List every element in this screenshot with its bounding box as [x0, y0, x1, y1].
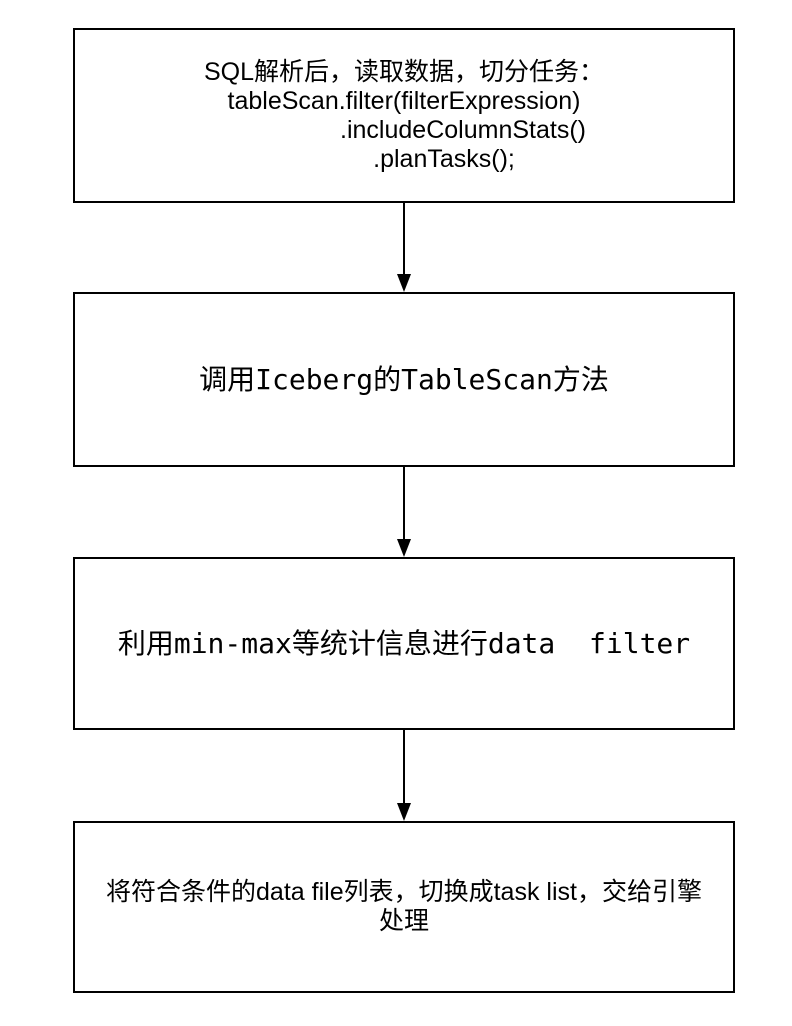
flow-node-data-filter: 利用min-max等统计信息进行data filter: [73, 557, 735, 730]
node-text-line: 处理: [378, 907, 429, 935]
down-arrow-icon: [397, 203, 411, 292]
flow-arrow-2: [395, 467, 413, 557]
node-text-line: tableScan.filter(filterExpression): [227, 86, 581, 115]
node-text-line: 利用min-max等统计信息进行data filter: [117, 626, 691, 660]
flow-arrow-3: [395, 730, 413, 821]
flow-node-task-list: 将符合条件的data file列表，切换成task list，交给引擎 处理: [73, 821, 735, 993]
flow-node-call-tablescan: 调用Iceberg的TableScan方法: [73, 292, 735, 467]
flow-arrow-1: [395, 203, 413, 292]
node-text-line: .planTasks();: [373, 144, 515, 173]
flow-node-sql-parse: SQL解析后，读取数据，切分任务： tableScan.filter(filte…: [73, 28, 735, 203]
down-arrow-icon: [397, 467, 411, 557]
node-text-line: 调用Iceberg的TableScan方法: [199, 362, 609, 396]
node-text-line: SQL解析后，读取数据，切分任务：: [203, 57, 605, 86]
node-text-line: 将符合条件的data file列表，切换成task list，交给引擎: [106, 878, 702, 906]
down-arrow-icon: [397, 730, 411, 821]
node-text-line: .includeColumnStats(): [340, 115, 586, 144]
